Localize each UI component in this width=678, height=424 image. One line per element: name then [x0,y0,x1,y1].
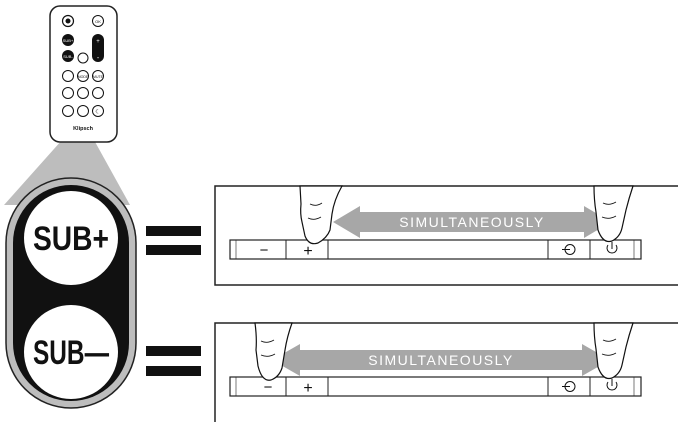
simultaneously-arrow-top [333,206,611,238]
remote-ok-label: OK [95,19,101,24]
remote-prev-button[interactable] [77,87,89,99]
remote-mode-label: MODE [78,75,89,79]
remote-mute-button[interactable] [92,70,104,82]
left-finger-top [299,185,344,245]
soundbar-top-plus-button[interactable]: + [303,243,312,260]
remote-mute-label: MUTE [93,75,104,79]
remote-input-button[interactable] [62,70,74,82]
sub-button-panel: SUB+ SUB— [5,177,137,409]
sub-minus-label: SUB— [33,334,109,372]
remote-night-button[interactable] [77,105,89,117]
sub-minus-button[interactable] [24,305,118,399]
remote-ok-button[interactable] [92,15,104,27]
remote-vol-up-label: + [96,39,100,45]
remote-sub-plus-label: SUB+ [63,38,74,43]
moon-icon: ☾ [95,109,100,116]
right-finger-bottom [593,322,634,380]
sub-plus-label: SUB+ [33,220,109,258]
remote-control: OK SUB+ + SUB- - MODE MUTE ☾ Klipsch [49,5,118,143]
power-icon[interactable] [606,242,618,254]
remote-volume-rocker[interactable] [92,34,104,62]
remote-brand-logo: Klipsch [73,126,94,132]
remote-sound-button[interactable] [62,105,74,117]
simultaneously-label-top: SIMULTANEOUSLY [399,214,544,230]
remote-vol-down-label: - [97,55,100,62]
remote-center-button[interactable] [77,52,89,64]
equals-sign-top [146,226,201,255]
power-icon[interactable] [606,379,618,391]
simultaneously-label-bottom: SIMULTANEOUSLY [368,352,513,368]
remote-next-button[interactable] [92,87,104,99]
remote-play-pause-button[interactable] [62,87,74,99]
simultaneously-arrow-bottom [272,344,610,376]
soundbar-panel-bottom: − + SIMULTANEOUSLY [214,322,678,422]
soundbar-bottom-control-strip [229,376,642,397]
remote-sub-minus-button[interactable] [62,50,74,62]
left-finger-bottom [254,322,293,381]
input-icon[interactable] [562,381,576,392]
soundbar-top-control-strip [229,239,642,260]
right-finger-top [593,185,634,243]
remote-mode-button[interactable] [77,70,89,82]
soundbar-panel-top: − + SIMULTANEOUSLY [214,185,678,286]
equals-sign-bottom [146,346,201,376]
soundbar-bottom-minus-button[interactable]: − [264,379,273,396]
sub-plus-button[interactable] [24,191,118,285]
input-icon[interactable] [562,244,576,255]
remote-sub-minus-label: SUB- [63,54,73,59]
soundbar-top-minus-button[interactable]: − [260,242,269,259]
remote-sub-plus-button[interactable] [62,34,74,46]
soundbar-bottom-plus-button[interactable]: + [303,380,312,397]
remote-moon-button[interactable] [92,105,104,117]
